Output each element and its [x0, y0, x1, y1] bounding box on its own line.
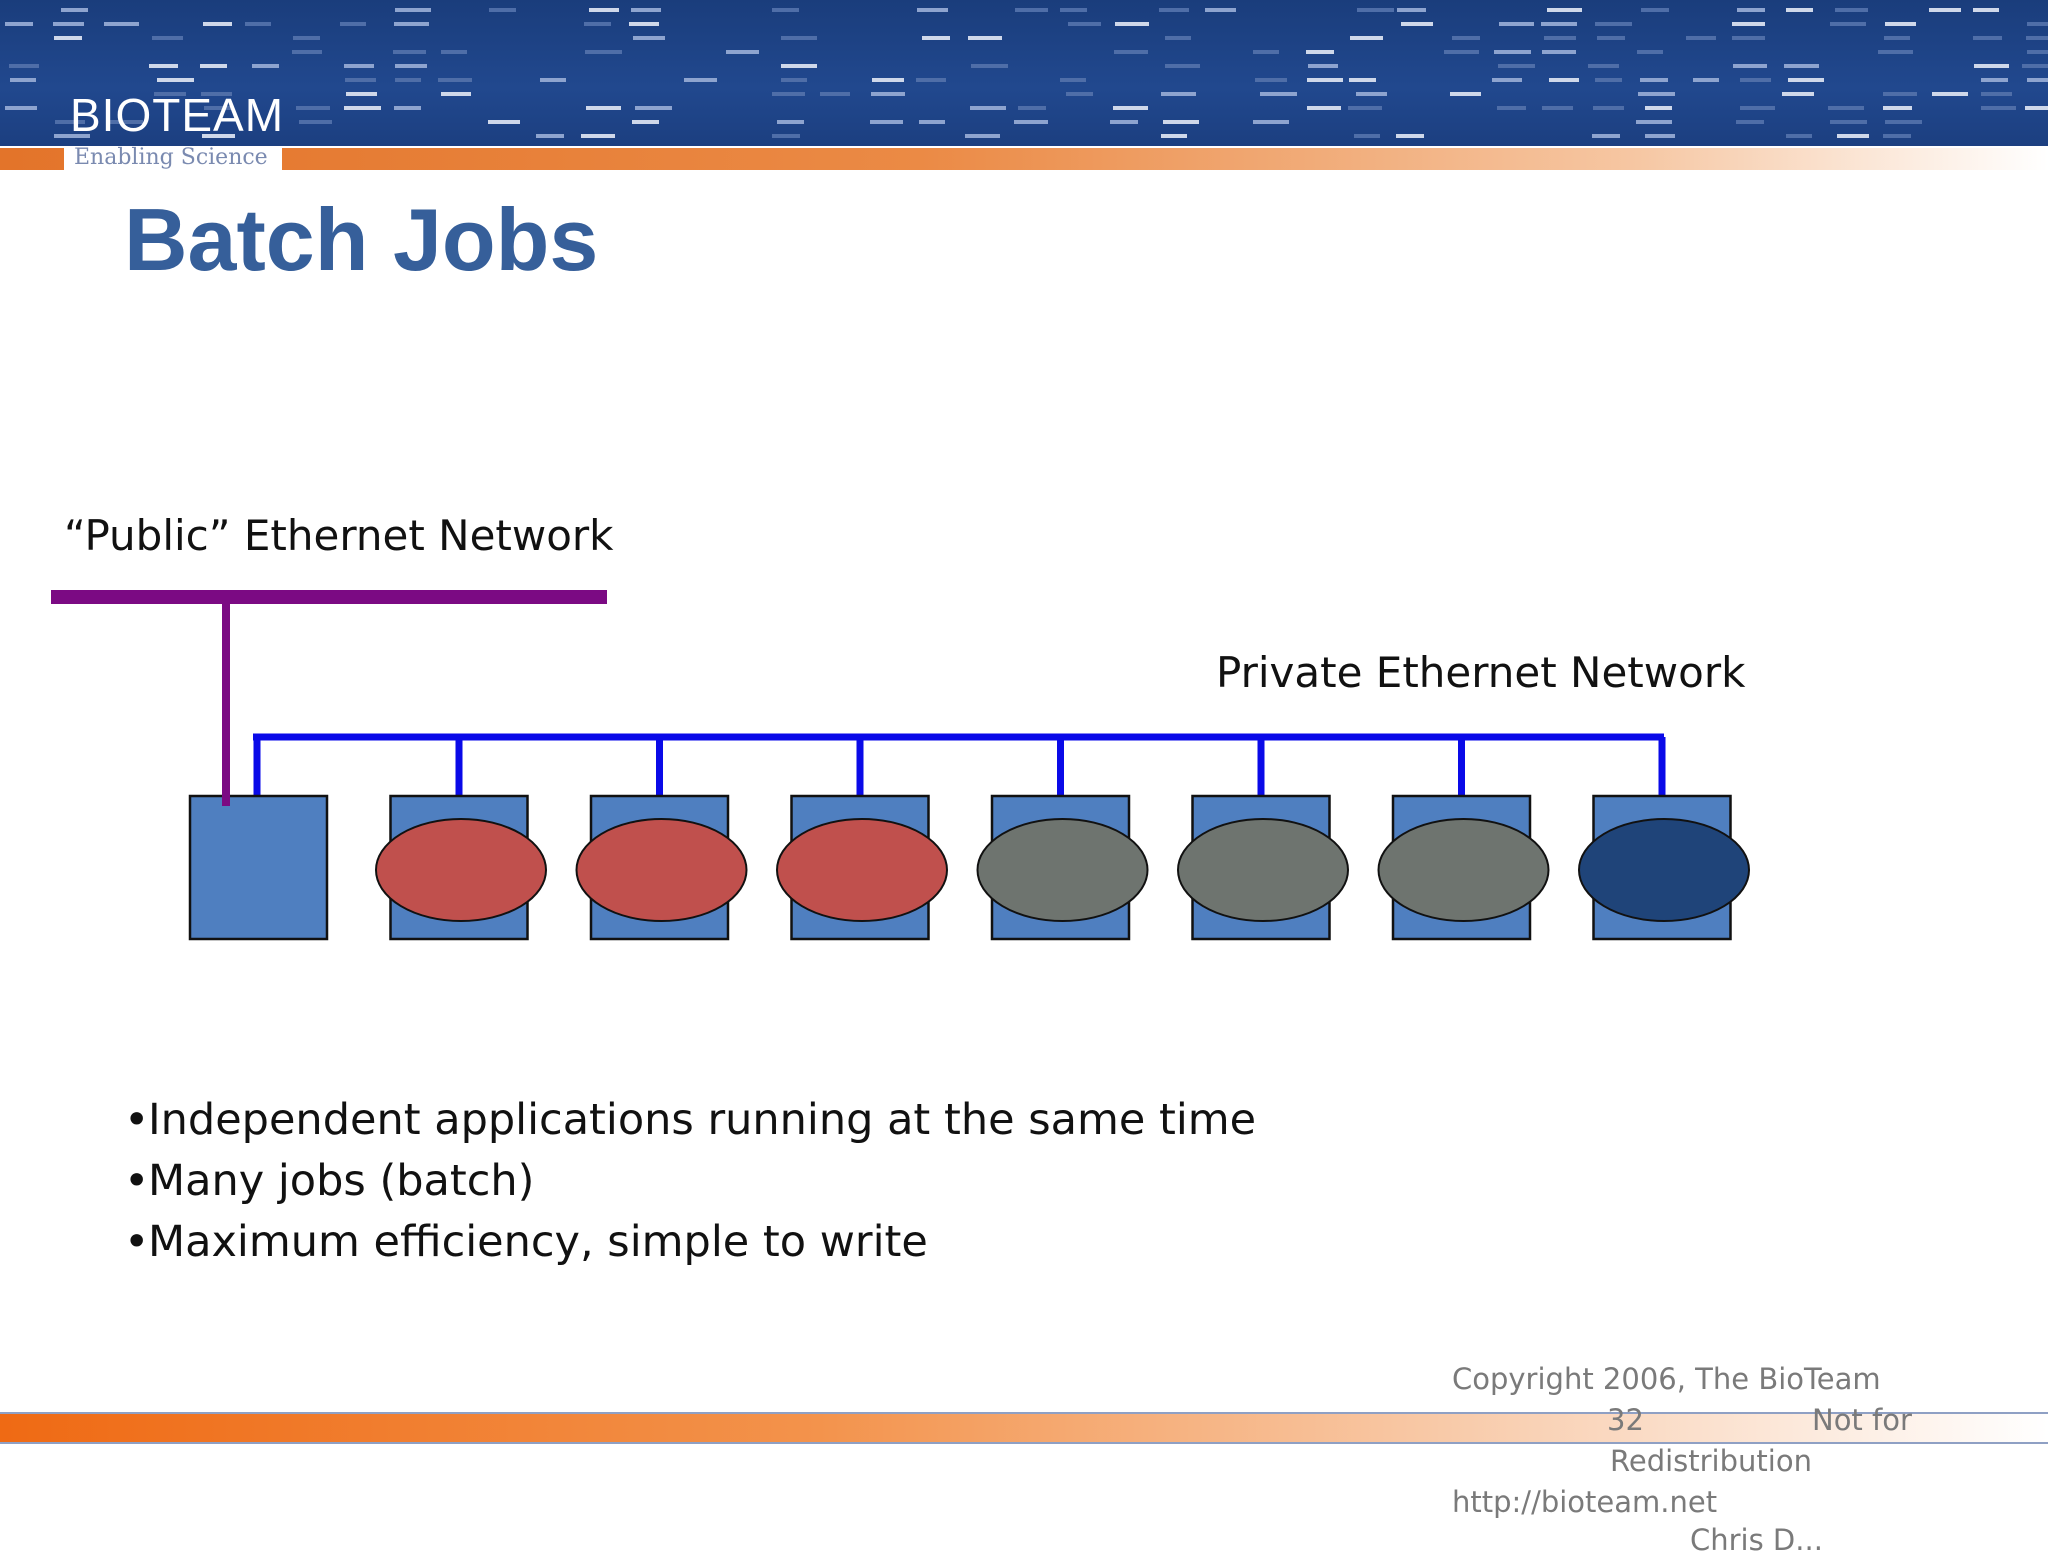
bullet-dot: • [124, 1212, 148, 1273]
head-node [190, 796, 327, 939]
footer-copyright: Copyright 2006, The BioTeam [1452, 1365, 1881, 1394]
job-red [577, 819, 747, 921]
footer-not-for: Not for [1812, 1406, 1912, 1435]
bullet-list: •Independent applications running at the… [124, 1090, 1256, 1273]
bullet-item: •Independent applications running at the… [124, 1090, 1256, 1151]
footer-redistribution: Redistribution [1610, 1447, 1812, 1476]
page-number: 32 [1607, 1406, 1644, 1435]
network-diagram [0, 0, 2048, 1000]
footer-cutoff-text: Chris D... [1690, 1526, 1823, 1555]
bullet-text: Many jobs (batch) [148, 1156, 534, 1206]
job-red [777, 819, 947, 921]
bullet-dot: • [124, 1090, 148, 1151]
bullet-text: Independent applications running at the … [148, 1095, 1256, 1145]
job-gray [978, 819, 1148, 921]
job-gray [1178, 819, 1348, 921]
bullet-item: •Maximum efficiency, simple to write [124, 1212, 1256, 1273]
job-red [376, 819, 546, 921]
bullet-text: Maximum efficiency, simple to write [148, 1217, 928, 1267]
bullet-dot: • [124, 1151, 148, 1212]
footer-url: http://bioteam.net [1452, 1488, 1717, 1517]
job-navy [1579, 819, 1749, 921]
job-gray [1379, 819, 1549, 921]
footer-accent-bar [0, 1412, 2048, 1444]
bullet-item: •Many jobs (batch) [124, 1151, 1256, 1212]
